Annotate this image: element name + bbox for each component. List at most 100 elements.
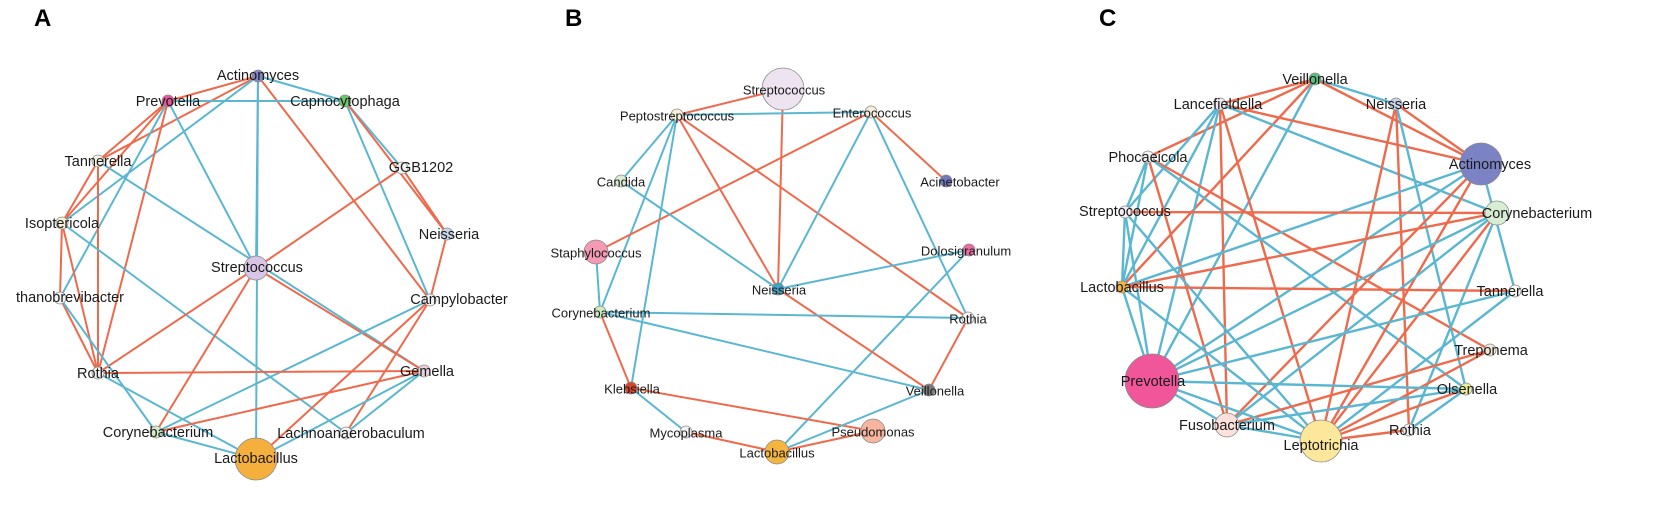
panel-a-edge-capnocytophaga-campylobacter [344, 100, 431, 301]
panel-b-label-dolosigranulum: Dolosigranulum [921, 244, 1011, 259]
panel-b-node-streptococcus [761, 67, 805, 111]
panel-c-label-neisseria: Neisseria [1366, 97, 1427, 113]
panel-c-edge-treponema-fusobacterium [1225, 348, 1492, 427]
panel-b-label-mycoplasma: Mycoplasma [650, 426, 724, 441]
panel-c-edge-corynebacterium-rothia [1407, 211, 1499, 432]
panel-a-node-actinomyces [251, 69, 265, 83]
panel-a-edge-ggb1202-neisseria [401, 167, 448, 235]
panel-c-edge-streptococcus-leptotrichia [1123, 210, 1323, 443]
panel-c-edge-actinomyces-lactobacillus [1120, 162, 1483, 289]
panel-a-edge-campylobacter-corynebacterium [155, 299, 431, 433]
panel-a-node-lactobacillus [234, 437, 278, 481]
panel-a-label-gemella: Gemella [400, 364, 455, 380]
panel-c-node-corynebacterium [1484, 200, 1510, 226]
panel-a-label-corynebacterium: Corynebacterium [103, 425, 213, 441]
panel-a-edge-prevotella-tannerella [97, 100, 169, 162]
panel-b-edge-enterococcus-neisseria [777, 111, 872, 290]
panel-a-node-lachnoanaerobaculum [339, 426, 353, 440]
panel-b-edge-corynebacterium-klebsiella [599, 311, 632, 389]
panel-c-edge-tannerella-leptotrichia [1319, 289, 1517, 443]
panel-c-node-actinomyces [1459, 142, 1503, 186]
panel-c-edge-olsenella-fusobacterium [1225, 387, 1468, 427]
panel-b-edge-dolosigranulum-lactobacillus [776, 249, 970, 453]
panel-c-label-lactobacillus: Lactobacillus [1080, 280, 1164, 296]
panel-b-node-dolosigranulum [962, 243, 976, 257]
panel-b-edge-peptostreptococcus-klebsiella [630, 114, 678, 389]
panel-b-label-pseudomonas: Pseudomonas [831, 425, 915, 440]
panel-b-edge-pseudomonas-lactobacillus [776, 430, 874, 453]
panel-c-node-lactobacillus [1115, 280, 1129, 294]
panel-b-edges [595, 88, 970, 453]
panel-a-edge-gemella-corynebacterium [155, 370, 425, 433]
panel-c-node-phocaeicola [1141, 150, 1155, 164]
panel-c-label-rothia: Rothia [1389, 423, 1432, 439]
panel-c-label-streptococcus: Streptococcus [1079, 204, 1171, 220]
panel-c-label-leptotrichia: Leptotrichia [1284, 438, 1360, 454]
panel-b-node-klebsiella [624, 381, 638, 395]
panel-a-edge-prevotella-streptococcus [167, 100, 257, 269]
panel-a-edge-streptococcus-rothia [97, 267, 257, 374]
panel-a-edge-actinomyces-capnocytophaga [257, 75, 346, 102]
panel-a-label-streptococcus: Streptococcus [211, 260, 303, 276]
panel-b-edge-rothia-veillonella [928, 317, 969, 391]
panel-b-edge-candida-neisseria [620, 180, 779, 290]
panel-b-label-veillonella: Veillonella [906, 384, 965, 399]
panel-b-label-corynebacterium: Corynebacterium [552, 306, 651, 321]
panel-c-node-neisseria [1389, 97, 1403, 111]
panel-b-edge-streptococcus-neisseria [777, 88, 784, 290]
panel-a-edge-actinomyces-campylobacter [257, 75, 431, 301]
panel-a-node-streptococcus [243, 255, 269, 281]
panel-b-node-peptostreptococcus [670, 108, 684, 122]
panel-b-label-rothia: Rothia [949, 312, 987, 327]
panel-b-node-acinetobacter [939, 174, 953, 188]
panel-b-label-acinetobacter: Acinetobacter [920, 175, 1000, 190]
panel-a-edge-campylobacter-lachnoanaerobaculum [345, 299, 431, 434]
panel-a-label-prevotella: Prevotella [136, 94, 201, 110]
panel-b-label-streptococcus: Streptococcus [743, 83, 826, 98]
panel-a-node-campylobacter [423, 293, 437, 307]
panel-a-node-methanobrevibacter [53, 291, 67, 305]
panel-b-node-rothia [961, 311, 975, 325]
panel-a-label-methanobrevibacter: thanobrevibacter [16, 290, 124, 306]
panel-b-label-staphylococcus: Staphylococcus [550, 246, 642, 261]
panel-a-edge-gemella-lachnoanaerobaculum [345, 370, 425, 434]
panel-b-node-mycoplasma [679, 425, 693, 439]
panel-c-label-olsenella: Olsenella [1437, 382, 1498, 398]
panel-b-label-neisseria: Neisseria [752, 283, 807, 298]
panel-a-edge-campylobacter-lactobacillus [255, 299, 431, 460]
panel-c-edge-neisseria-olsenella [1394, 102, 1468, 391]
panel-a-edge-rothia-gemella [97, 370, 425, 374]
panel-b-edge-dolosigranulum-neisseria [777, 249, 970, 290]
panel-c-label-actinomyces: Actinomyces [1449, 157, 1531, 173]
panel-b-edge-peptostreptococcus-neisseria [676, 114, 779, 290]
panel-b-edge-peptostreptococcus-corynebacterium [599, 114, 678, 313]
panel-c-edge-prevotella-leptotrichia [1150, 379, 1323, 443]
panel-a-edge-ggb1202-streptococcus [255, 167, 403, 269]
panel-b-node-pseudomonas [860, 418, 886, 444]
panel-b-label-klebsiella: Klebsiella [604, 382, 660, 397]
panel-c-edge-lancefieldella-lactobacillus [1120, 102, 1222, 289]
panel-a-node-rothia [91, 366, 105, 380]
panel-c-edge-veillonella-neisseria [1313, 77, 1398, 106]
panel-a-label-isoptericola: Isoptericola [25, 216, 100, 232]
panel-c-edge-lancefieldella-prevotella [1150, 102, 1222, 383]
panel-a-edge-methanobrevibacter-corynebacterium [59, 297, 157, 433]
panel-a-label-campylobacter: Campylobacter [410, 292, 508, 308]
panel-c-edge-veillonella-phocaeicola [1146, 77, 1317, 159]
panel-b-edge-enterococcus-rothia [870, 111, 969, 319]
panel-c-edge-tannerella-prevotella [1150, 289, 1517, 383]
panel-a-nodes [53, 69, 454, 481]
panel-c-edge-prevotella-olsenella [1150, 379, 1468, 391]
panel-c-node-veillonella [1308, 72, 1322, 86]
panel-a-edge-neisseria-campylobacter [429, 233, 448, 301]
panel-b-node-candida [614, 174, 628, 188]
panel-a-node-neisseria [440, 227, 454, 241]
panel-b-edge-enterococcus-acinetobacter [870, 111, 947, 182]
panel-b-edge-mycoplasma-lactobacillus [685, 431, 778, 453]
panel-b-label-peptostreptococcus: Peptostreptococcus [620, 109, 735, 124]
panel-a-edge-methanobrevibacter-rothia [59, 297, 99, 374]
panel-c-label-treponema: Treponema [1454, 343, 1529, 359]
panel-c-edge-veillonella-lancefieldella [1218, 77, 1317, 106]
